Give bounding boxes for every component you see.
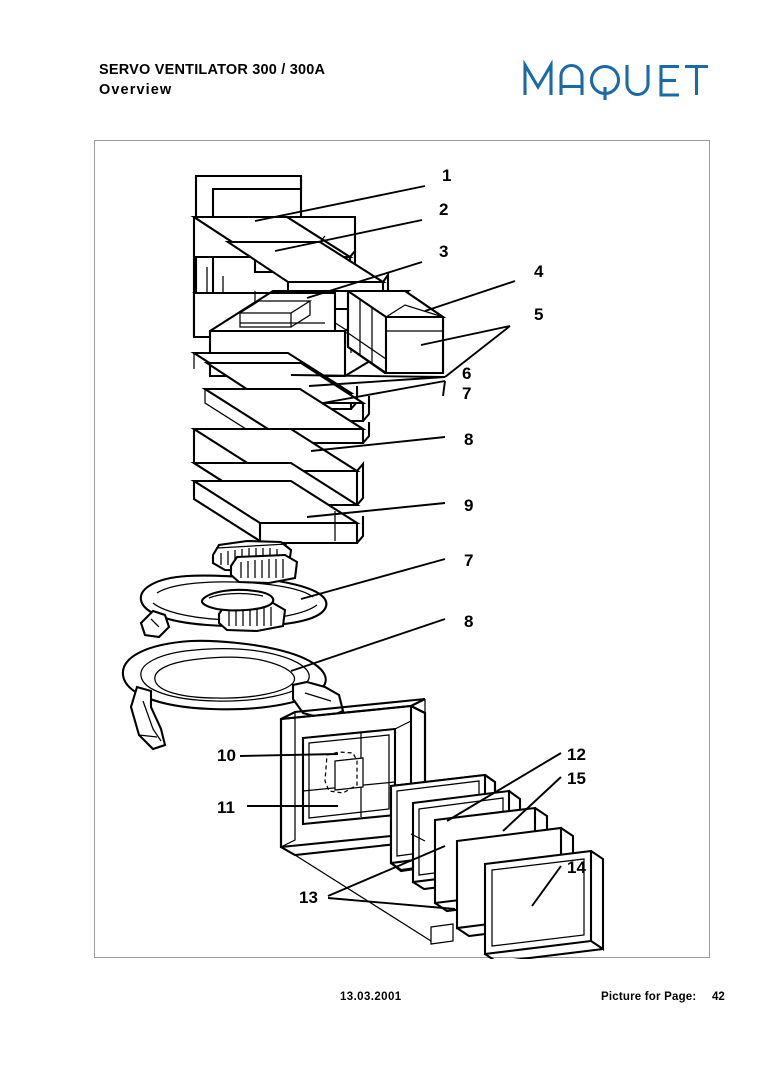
leader-8 [310,436,446,452]
part-9-slab [190,461,365,545]
part-14-plate [483,849,605,959]
leader-1 [254,185,426,222]
callout-5-label: 5 [534,305,543,324]
leader-9 [306,502,446,518]
footer-page-label: Picture for Page: [601,991,697,1003]
leader-14 [531,865,562,907]
leader-7 [322,380,446,404]
part-6-7-slabs [190,351,371,445]
leader-15 [502,776,562,832]
leader-5c [444,325,511,378]
callout-11-label: 11 [217,798,235,817]
callout-13-label: 13 [299,888,318,907]
callout-14-label: 14 [567,858,586,877]
footer-date: 13.03.2001 [340,991,402,1003]
exploded-assembly-diagram: .ln { fill:none; stroke:#000; stroke-wid… [95,141,711,959]
page-header: SERVO VENTILATOR 300 / 300A Overview [0,0,768,140]
document-title-secondary: Overview [99,82,173,98]
leader-13a [327,845,446,897]
maquet-logo [521,57,711,101]
callout-15-label: 15 [567,769,586,788]
callout-6-label: 6 [462,364,471,383]
callout-10-label: 10 [217,746,236,765]
callout-1-label: 1 [442,166,451,185]
leader-7b [300,558,446,600]
callout-3-label: 3 [439,242,448,261]
part-11-component [324,751,364,794]
leader-2 [274,219,423,252]
callout-7b-label: 7 [464,551,473,570]
part-4-5-cube [344,289,447,375]
part-8-gasket-ring [121,639,345,751]
footer-page-number: 42 [712,991,725,1003]
callout-8-label: 8 [464,430,473,449]
page-footer: 13.03.2001 Picture for Page: 42 [0,991,768,1015]
part-7-membrane [139,539,328,639]
callout-2-label: 2 [439,200,448,219]
page-title: SERVO VENTILATOR 300 / 300A Overview [99,60,325,100]
leader-8b [290,618,446,672]
callout-9-label: 9 [464,496,473,515]
leader-13b [327,897,456,910]
callout-7-label: 7 [462,384,471,403]
leader-3 [306,261,423,299]
callout-12-label: 12 [567,745,586,764]
leader-5b [308,376,446,387]
leader-12 [446,752,562,822]
leader-6 [290,374,446,378]
leader-10 [239,753,339,757]
callout-8b-label: 8 [464,612,473,631]
leader-67-join [442,380,446,397]
document-title-primary: SERVO VENTILATOR 300 / 300A [99,62,326,78]
leader-5 [420,325,511,346]
callout-numbers: 1 2 3 4 5 6 7 8 9 7 8 10 11 12 15 13 14 [217,166,586,907]
figure-frame: .ln { fill:none; stroke:#000; stroke-wid… [94,140,711,959]
leader-4 [424,280,516,312]
callout-4-label: 4 [534,262,544,281]
plate-bracket-tab [280,833,454,945]
callout-leader-lines [239,185,562,910]
